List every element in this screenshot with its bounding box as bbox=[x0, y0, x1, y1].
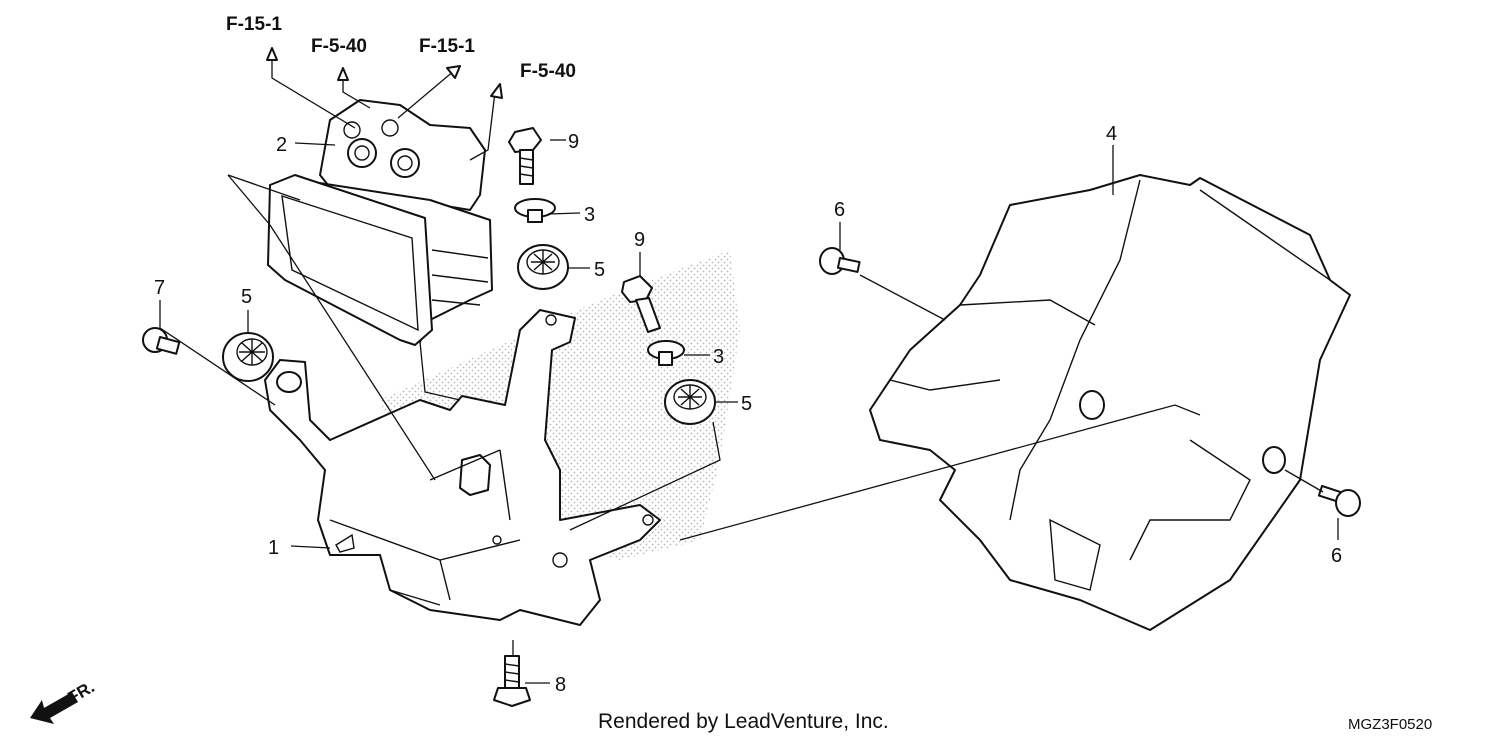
abs-cover bbox=[869, 174, 1351, 631]
render-credit: Rendered by LeadVenture, Inc. bbox=[598, 710, 889, 733]
reference-label-f-15-1-right: F-15-1 bbox=[419, 36, 475, 57]
callout-6-left: 6 bbox=[834, 199, 845, 221]
callout-8: 8 bbox=[555, 674, 566, 696]
collar-3-upper bbox=[514, 198, 556, 223]
callout-5-left: 5 bbox=[241, 286, 252, 308]
front-direction-arrow: FR. bbox=[30, 677, 98, 724]
reference-arrows bbox=[266, 47, 503, 161]
callout-6-right: 6 bbox=[1331, 545, 1342, 567]
callout-1: 1 bbox=[268, 537, 279, 559]
callout-9-lower: 9 bbox=[634, 229, 645, 251]
abs-modulator-unit bbox=[267, 99, 493, 346]
bolt-7 bbox=[142, 327, 181, 355]
bolt-8 bbox=[493, 655, 531, 707]
callout-3-lower: 3 bbox=[713, 346, 724, 368]
callout-7: 7 bbox=[154, 277, 165, 299]
collar-3-lower bbox=[647, 340, 685, 366]
grommet-5-upper bbox=[517, 244, 569, 290]
grommet-5-right bbox=[664, 379, 716, 425]
screw-6-left bbox=[819, 247, 861, 275]
callout-2: 2 bbox=[276, 134, 287, 156]
callout-3-upper: 3 bbox=[584, 204, 595, 226]
callout-4: 4 bbox=[1106, 123, 1117, 145]
callout-9-upper: 9 bbox=[568, 131, 579, 153]
grommet-5-left bbox=[222, 332, 274, 382]
abs-mounting-bracket bbox=[264, 309, 661, 626]
bolt-9-upper bbox=[508, 127, 542, 185]
callout-5-right: 5 bbox=[741, 393, 752, 415]
reference-label-f-5-40-right: F-5-40 bbox=[520, 61, 576, 82]
screw-6-right bbox=[1317, 485, 1361, 517]
reference-label-f-15-1-left: F-15-1 bbox=[226, 14, 282, 35]
leader-lines bbox=[159, 139, 1339, 684]
diagram-code: MGZ3F0520 bbox=[1348, 716, 1433, 733]
reference-label-f-5-40-left: F-5-40 bbox=[311, 36, 367, 57]
callout-5-upper: 5 bbox=[594, 259, 605, 281]
